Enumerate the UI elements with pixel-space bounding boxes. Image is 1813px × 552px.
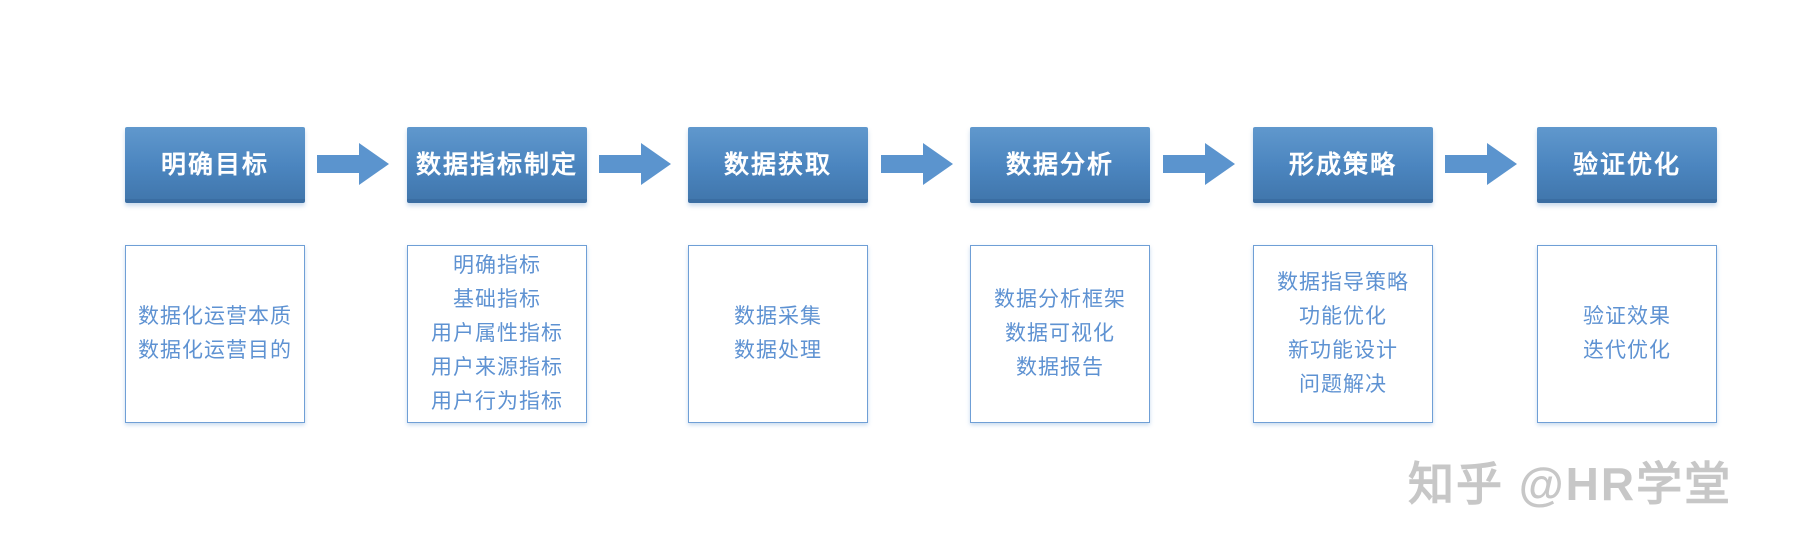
- detail-item: 用户来源指标: [431, 356, 563, 379]
- step-5-column: 形成策略 数据指导策略 功能优化 新功能设计 问题解决: [1253, 127, 1433, 423]
- step-6-details-box: 验证效果 迭代优化: [1537, 245, 1717, 423]
- detail-item: 数据分析框架: [994, 288, 1126, 311]
- detail-item: 数据指导策略: [1277, 271, 1409, 294]
- step-1-header: 明确目标: [125, 127, 305, 203]
- step-6-column: 验证优化 验证效果 迭代优化: [1537, 127, 1717, 423]
- step-2-column: 数据指标制定 明确指标 基础指标 用户属性指标 用户来源指标 用户行为指标: [407, 127, 587, 423]
- detail-item: 验证效果: [1583, 305, 1671, 328]
- step-3-details-box: 数据采集 数据处理: [688, 245, 868, 423]
- arrow-right-icon: [881, 143, 953, 185]
- step-4-details-box: 数据分析框架 数据可视化 数据报告: [970, 245, 1150, 423]
- detail-item: 明确指标: [453, 254, 541, 277]
- watermark-zhihu: 知乎 @HR学堂: [1408, 458, 1733, 510]
- detail-item: 数据处理: [734, 339, 822, 362]
- detail-item: 数据化运营目的: [138, 339, 292, 362]
- detail-item: 问题解决: [1299, 373, 1387, 396]
- detail-item: 数据可视化: [1005, 322, 1115, 345]
- detail-item: 基础指标: [453, 288, 541, 311]
- step-3-column: 数据获取 数据采集 数据处理: [688, 127, 868, 423]
- step-2-details-box: 明确指标 基础指标 用户属性指标 用户来源指标 用户行为指标: [407, 245, 587, 423]
- step-3-header: 数据获取: [688, 127, 868, 203]
- step-6-header: 验证优化: [1537, 127, 1717, 203]
- detail-item: 数据采集: [734, 305, 822, 328]
- detail-item: 用户行为指标: [431, 390, 563, 413]
- step-2-header: 数据指标制定: [407, 127, 587, 203]
- step-5-details-box: 数据指导策略 功能优化 新功能设计 问题解决: [1253, 245, 1433, 423]
- arrow-right-icon: [317, 143, 389, 185]
- step-4-column: 数据分析 数据分析框架 数据可视化 数据报告: [970, 127, 1150, 423]
- detail-item: 数据化运营本质: [138, 305, 292, 328]
- step-5-header: 形成策略: [1253, 127, 1433, 203]
- step-1-column: 明确目标 数据化运营本质 数据化运营目的: [125, 127, 305, 423]
- detail-item: 迭代优化: [1583, 339, 1671, 362]
- detail-item: 新功能设计: [1288, 339, 1398, 362]
- step-4-header: 数据分析: [970, 127, 1150, 203]
- arrow-right-icon: [1163, 143, 1235, 185]
- step-1-details-box: 数据化运营本质 数据化运营目的: [125, 245, 305, 423]
- detail-item: 功能优化: [1299, 305, 1387, 328]
- detail-item: 用户属性指标: [431, 322, 563, 345]
- arrow-right-icon: [1445, 143, 1517, 185]
- detail-item: 数据报告: [1016, 356, 1104, 379]
- arrow-right-icon: [599, 143, 671, 185]
